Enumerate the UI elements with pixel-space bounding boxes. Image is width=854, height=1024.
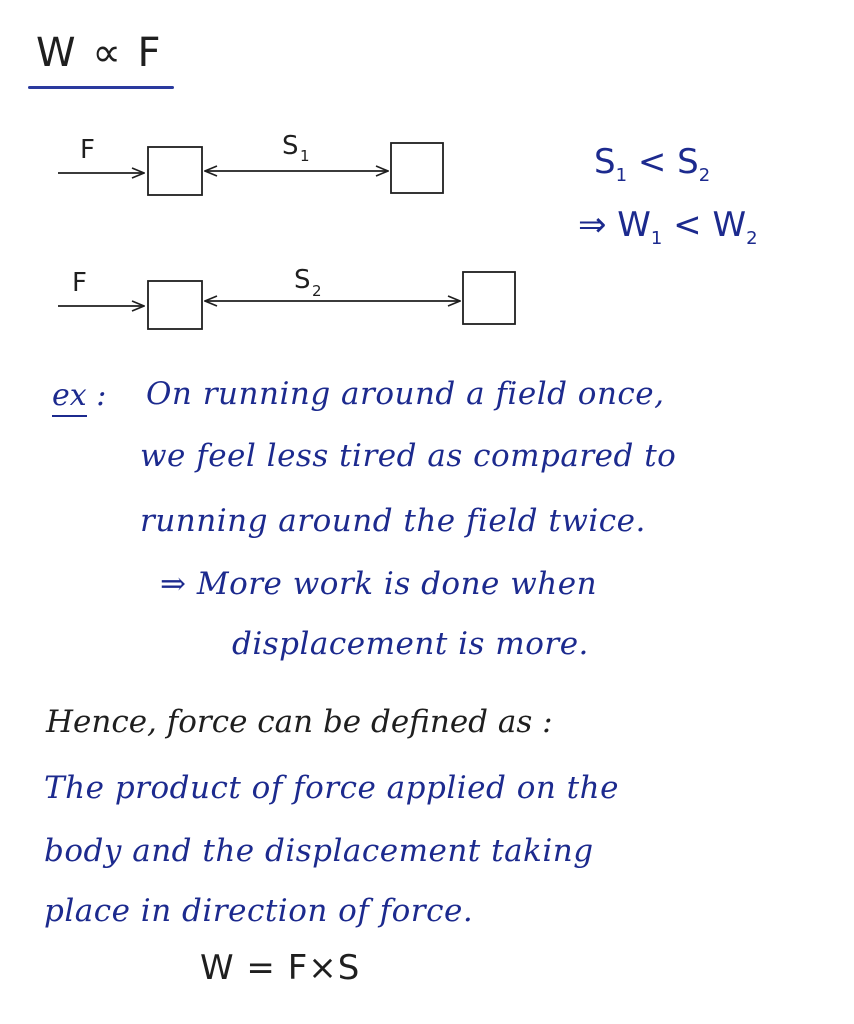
example-line-2: we feel less tired as compared to [140,438,677,474]
heading-title: W ∝ F [36,30,163,76]
displacement-sub-1: 1 [300,147,310,165]
block-end-1 [390,142,444,194]
example-line-1: On running around a field once, [146,376,665,412]
block-start-1 [147,146,203,196]
definition-line-2: body and the displacement taking [44,833,594,869]
example-line-5: displacement is more. [232,626,589,662]
definition-line-1: The product of force applied on the [44,770,619,806]
force-label-1: F [80,135,95,165]
displacement-diagram: F S 1 F S 2 [58,131,516,330]
work-formula: W = F×S [200,948,361,988]
displacement-sub-2: 2 [312,282,322,300]
definition-line-3: place in direction of force. [44,893,474,929]
displacement-label-2: S [294,265,311,295]
block-end-2 [462,271,516,325]
displacement-label-1: S [282,131,299,161]
definition-intro: Hence, force can be defined as : [46,704,553,740]
block-start-2 [147,280,203,330]
example-label: ex : [52,378,106,417]
example-line-3: running around the field twice. [140,503,646,539]
relation-displacement: S1 < S2 [594,142,711,186]
heading-underline [28,86,174,89]
force-label-2: F [72,268,87,298]
relation-work: ⇒ W1 < W2 [578,205,758,249]
example-line-4: ⇒ More work is done when [160,566,598,602]
